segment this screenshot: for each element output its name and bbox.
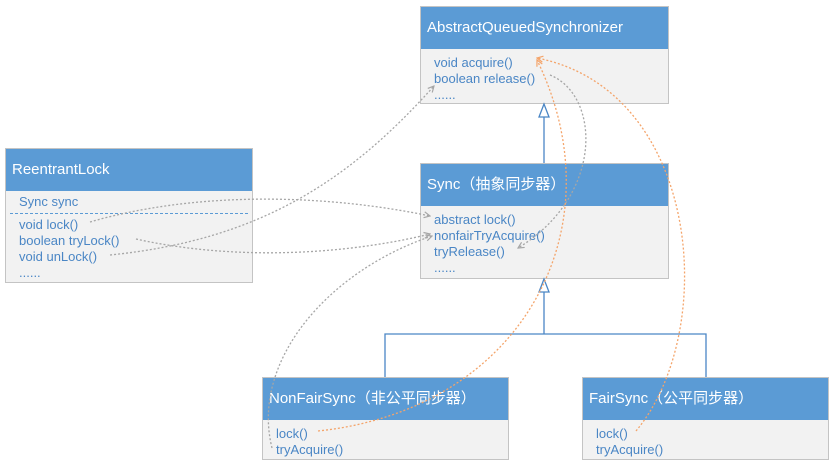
member-lock: lock() [276, 426, 308, 441]
class-title-sync: Sync（抽象同步器） [421, 164, 668, 206]
inheritance-sync-to-aqs [538, 102, 550, 163]
class-box-reentrant-lock: ReentrantLock Sync sync void lock() bool… [5, 148, 253, 283]
class-box-sync: Sync（抽象同步器） abstract lock() nonfairTryAc… [420, 163, 669, 279]
inheritance-subclasses-to-sync [384, 277, 707, 377]
member-release: boolean release() [434, 71, 536, 86]
member-lock: lock() [596, 426, 628, 441]
class-box-nonfair-sync: NonFairSync（非公平同步器） lock() tryAcquire() [262, 377, 509, 460]
member-ellipsis: ...... [434, 260, 456, 275]
member-try-acquire: tryAcquire() [276, 442, 344, 457]
field-sync: Sync sync [19, 194, 79, 209]
member-ellipsis: ...... [19, 265, 41, 280]
class-box-fair-sync: FairSync（公平同步器） lock() tryAcquire() [582, 377, 829, 460]
member-trylock: boolean tryLock() [19, 233, 120, 248]
class-title-aqs: AbstractQueuedSynchronizer [421, 7, 668, 49]
member-try-acquire: tryAcquire() [596, 442, 664, 457]
class-box-aqs: AbstractQueuedSynchronizer void acquire(… [420, 6, 669, 104]
member-ellipsis: ...... [434, 87, 456, 102]
member-unlock: void unLock() [19, 249, 98, 264]
class-title-fair-sync: FairSync（公平同步器） [583, 378, 828, 420]
member-lock: void lock() [19, 217, 79, 232]
member-try-release: tryRelease() [434, 244, 505, 259]
class-title-nonfair-sync: NonFairSync（非公平同步器） [263, 378, 508, 420]
class-title-reentrant-lock: ReentrantLock [6, 149, 252, 191]
member-abstract-lock: abstract lock() [434, 212, 516, 227]
member-acquire: void acquire() [434, 55, 513, 70]
member-nonfair-try-acquire: nonfairTryAcquire() [434, 228, 545, 243]
field-separator [10, 213, 248, 214]
